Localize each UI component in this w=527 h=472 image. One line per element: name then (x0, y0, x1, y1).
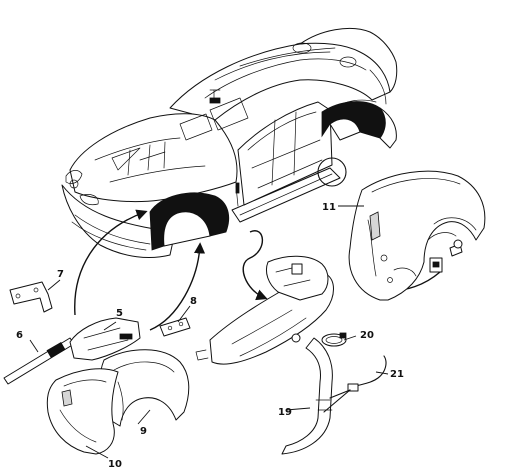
callout-21: 21 (390, 369, 404, 380)
callout-6: 6 (16, 330, 23, 341)
callout-10: 10 (108, 459, 122, 470)
part-5-bracket (69, 317, 141, 361)
center-duct-assembly (195, 255, 334, 365)
callout-5: 5 (116, 308, 123, 319)
callout-19: 19 (278, 407, 292, 418)
callout-20: 20 (360, 330, 374, 341)
car-body (61, 27, 398, 259)
part-19-hose (281, 337, 333, 455)
part-21-sensor (323, 355, 387, 413)
part-7-bracket (9, 281, 53, 313)
leader-lines (29, 205, 389, 459)
part-8-bracket (159, 317, 191, 337)
callout-7: 7 (57, 269, 64, 280)
callout-11: 11 (322, 202, 336, 213)
part-9-front-arch-liner (99, 349, 190, 427)
callout-8: 8 (190, 296, 197, 307)
part-11-rear-arch-liner (348, 170, 486, 301)
part-20-clamp (321, 332, 347, 347)
callout-labels: 5 6 7 8 9 10 11 19 20 21 (16, 202, 404, 470)
part-10-front-arch-liner (46, 368, 119, 455)
callout-9: 9 (140, 426, 147, 437)
